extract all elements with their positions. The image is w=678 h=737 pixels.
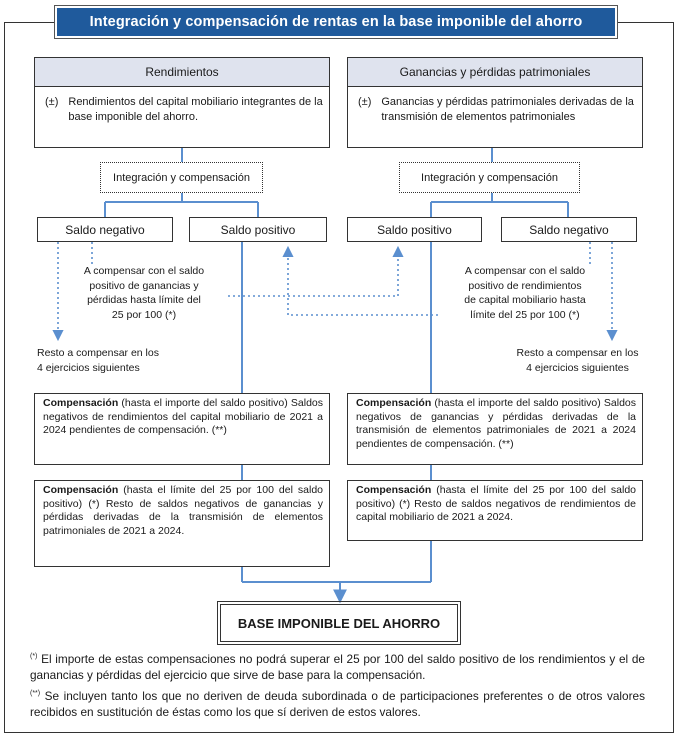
compensation-title: Compensación: [356, 397, 432, 409]
compensation-text: (hasta el límite del 25 por 100 del sald…: [43, 484, 323, 537]
cross-note-left: A compensar con el saldo positivo de gan…: [60, 264, 228, 323]
compensation-title: Compensación: [356, 484, 432, 496]
saldo-positivo-right: Saldo positivo: [347, 217, 482, 242]
saldo-positivo-left: Saldo positivo: [189, 217, 327, 242]
description-ganancias: (±) Ganancias y pérdidas patrimoniales d…: [347, 87, 643, 148]
plus-minus-symbol: (±): [358, 96, 372, 108]
diagram-title: Integración y compensación de rentas en …: [54, 5, 618, 39]
cross-note-right-line: positivo de rendimientos: [468, 279, 582, 292]
compensation-box-left-1: Compensación (hasta el importe del saldo…: [34, 393, 330, 465]
footnote-1-text: El importe de estas compensaciones no po…: [30, 652, 645, 682]
header-rendimientos: Rendimientos: [34, 57, 330, 87]
remainder-right-line: 4 ejercicios siguientes: [526, 361, 629, 374]
remainder-left-line: Resto a compensar en los: [37, 347, 159, 359]
cross-note-right-line: A compensar con el saldo: [464, 265, 586, 277]
base-imponible-box: BASE IMPONIBLE DEL AHORRO: [217, 601, 461, 645]
footnote-1-mark: (*): [30, 653, 38, 660]
compensation-text: (hasta el límite del 25 por 100 del sald…: [356, 484, 636, 524]
footnote-1: (*) El importe de estas compensaciones n…: [30, 652, 645, 684]
integration-box-left: Integración y compensación: [100, 162, 263, 193]
header-ganancias: Ganancias y pérdidas patrimoniales: [347, 57, 643, 87]
compensation-title: Compensación: [43, 484, 119, 496]
description-text: Ganancias y pérdidas patrimoniales deriv…: [381, 96, 634, 123]
footnote-2: (**) Se incluyen tanto los que no derive…: [30, 689, 645, 721]
remainder-left: Resto a compensar en los 4 ejercicios si…: [37, 346, 207, 375]
footnote-2-mark: (**): [30, 690, 41, 697]
compensation-text: (hasta el importe del saldo positivo) Sa…: [43, 397, 323, 437]
cross-note-right: A compensar con el saldo positivo de ren…: [440, 264, 610, 323]
remainder-right: Resto a compensar en los 4 ejercicios si…: [500, 346, 655, 375]
saldo-negativo-right: Saldo negativo: [501, 217, 637, 242]
compensation-box-right-2: Compensación (hasta el límite del 25 por…: [347, 480, 643, 541]
cross-note-left-line: positivo de ganancias y: [89, 279, 199, 292]
remainder-left-line: 4 ejercicios siguientes: [37, 361, 140, 374]
plus-minus-symbol: (±): [45, 96, 59, 108]
compensation-box-left-2: Compensación (hasta el límite del 25 por…: [34, 480, 330, 567]
cross-note-left-line: 25 por 100 (*): [111, 309, 177, 322]
cross-note-left-line: pérdidas hasta límite del: [87, 294, 201, 307]
saldo-negativo-left: Saldo negativo: [37, 217, 173, 242]
cross-note-right-line: límite del 25 por 100 (*): [470, 309, 580, 322]
footnote-2-text: Se incluyen tanto los que no deriven de …: [30, 689, 645, 719]
description-rendimientos: (±) Rendimientos del capital mobiliario …: [34, 87, 330, 148]
integration-box-right: Integración y compensación: [399, 162, 580, 193]
cross-note-right-line: de capital mobiliario hasta: [464, 294, 586, 307]
remainder-right-line: Resto a compensar en los: [516, 347, 639, 359]
cross-note-left-line: A compensar con el saldo: [83, 265, 205, 277]
compensation-box-right-1: Compensación (hasta el importe del saldo…: [347, 393, 643, 465]
description-text: Rendimientos del capital mobiliario inte…: [68, 96, 323, 123]
compensation-title: Compensación: [43, 397, 119, 409]
compensation-text: (hasta el importe del saldo positivo) Sa…: [356, 397, 636, 450]
